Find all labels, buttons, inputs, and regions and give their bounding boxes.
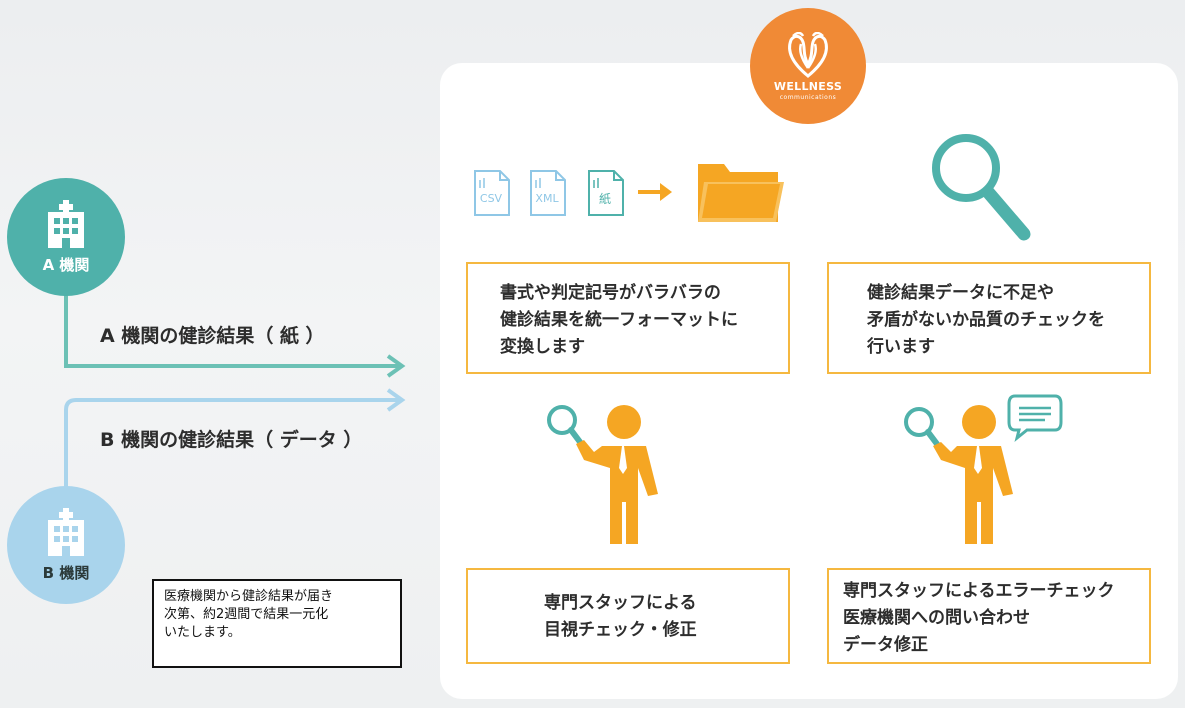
right-arrow-icon xyxy=(638,183,672,201)
staff-inspector-icon xyxy=(547,405,658,544)
csv-file-label: CSV xyxy=(480,192,503,205)
b-flow-label: B 機関の健診結果（ データ ） xyxy=(100,429,363,451)
logo-subtitle: communications xyxy=(779,93,837,101)
institution-b: B 機関 xyxy=(7,486,125,604)
magnifier-icon xyxy=(932,134,1031,241)
a-flow-line xyxy=(64,290,400,368)
step-error-text: 専門スタッフによるエラーチェック xyxy=(843,581,1115,601)
note-line: 医療機関から健診結果が届き xyxy=(164,589,334,604)
hospital-building-icon xyxy=(48,199,84,248)
step-quality-box: 健診結果データに不足や 矛盾がないか品質のチェックを 行います xyxy=(827,262,1151,374)
institution-a: A 機関 xyxy=(7,178,125,296)
heart-leaf-logo-icon xyxy=(788,31,828,78)
step-format-text: 書式や判定記号がバラバラの xyxy=(500,283,721,303)
a-flow-label: A 機関の健診結果（ 紙 ） xyxy=(100,325,325,347)
note-box: 医療機関から健診結果が届き 次第、約2週間で結果一元化 いたします。 xyxy=(152,579,402,668)
wellness-logo: WELLNESS communications xyxy=(750,8,866,124)
logo-wordmark: WELLNESS xyxy=(773,79,843,93)
step-format-text: 変換します xyxy=(500,337,585,357)
step-error-check-box: 専門スタッフによるエラーチェック 医療機関への問い合わせ データ修正 xyxy=(827,568,1151,664)
step-error-text: データ修正 xyxy=(843,635,928,655)
speech-bubble-icon xyxy=(1007,394,1063,442)
step-quality-text: 健診結果データに不足や xyxy=(867,283,1054,303)
xml-file-icon: XML xyxy=(530,170,566,216)
paper-file-icon: 紙 xyxy=(588,170,624,216)
step-error-text: 医療機関への問い合わせ xyxy=(843,608,1030,628)
flow-connectors xyxy=(64,290,406,490)
institution-b-label: B 機関 xyxy=(42,563,90,582)
hospital-building-icon xyxy=(48,507,84,556)
b-flow-line xyxy=(64,398,400,490)
note-line: 次第、約2週間で結果一元化 xyxy=(164,607,329,622)
step-visual-text: 専門スタッフによる xyxy=(544,593,697,613)
step-visual-check-box: 専門スタッフによる 目視チェック・修正 xyxy=(466,568,790,664)
step-format-text: 健診結果を統一フォーマットに xyxy=(500,310,738,330)
note-line: いたします。 xyxy=(164,625,241,640)
a-flow-arrowhead xyxy=(386,354,406,378)
csv-file-icon: CSV xyxy=(474,170,510,216)
b-flow-arrowhead xyxy=(386,388,406,412)
step-visual-text: 目視チェック・修正 xyxy=(544,620,697,640)
paper-file-label: 紙 xyxy=(599,191,611,206)
step-format-box: 書式や判定記号がバラバラの 健診結果を統一フォーマットに 変換します xyxy=(466,262,790,374)
step-quality-text: 行います xyxy=(867,337,935,357)
folder-icon xyxy=(698,164,784,222)
step-quality-text: 矛盾がないか品質のチェックを xyxy=(867,310,1105,330)
staff-inquiry-icon xyxy=(904,394,1063,544)
institution-a-label: A 機関 xyxy=(42,255,90,274)
xml-file-label: XML xyxy=(535,192,559,205)
